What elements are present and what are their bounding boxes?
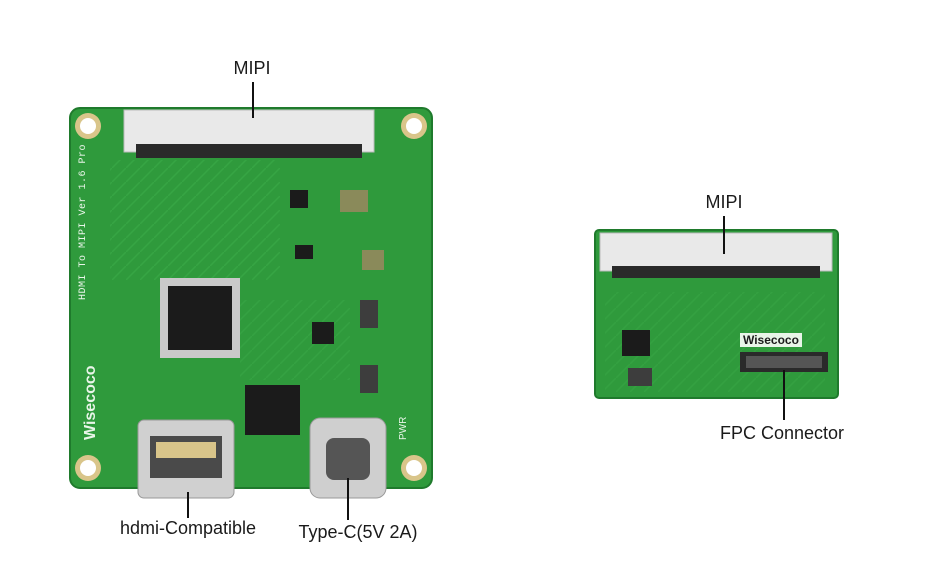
mounting-hole [75, 113, 101, 139]
mounting-hole [401, 455, 427, 481]
fpc-connector [740, 352, 828, 372]
mounting-hole [75, 455, 101, 481]
silk-brand: Wisecoco [82, 365, 99, 440]
label-mipi-large: MIPI [233, 58, 271, 78]
label-type-c: Type-C(5V 2A) [298, 522, 418, 542]
mounting-hole [401, 113, 427, 139]
silk-pwr: PWR [398, 416, 409, 440]
capacitor [362, 250, 384, 270]
label-fpc-connector: FPC Connector [719, 423, 845, 443]
chip [312, 322, 334, 344]
large-pcb-board [69, 107, 433, 499]
mipi-connector [599, 232, 833, 278]
callout-line [252, 82, 254, 118]
chip [622, 330, 650, 356]
callout-line [187, 492, 189, 518]
callout-line [347, 478, 349, 520]
main-chip [160, 278, 240, 358]
callout-line [723, 216, 725, 254]
chip [245, 385, 300, 435]
small-pcb-board [594, 229, 839, 399]
label-hdmi: hdmi-Compatible [119, 518, 257, 538]
chip [295, 245, 313, 259]
label-mipi-small: MIPI [705, 192, 743, 212]
silk-board-title: HDMI To MIPI Ver 1.6 Pro [78, 143, 89, 300]
inductor [360, 300, 378, 328]
capacitor [340, 190, 368, 212]
inductor [360, 365, 378, 393]
chip [290, 190, 308, 208]
mipi-connector [123, 109, 375, 158]
hdmi-port [137, 419, 235, 499]
inductor [628, 368, 652, 386]
silk-brand-small: Wisecoco [740, 333, 802, 347]
callout-line [783, 370, 785, 420]
